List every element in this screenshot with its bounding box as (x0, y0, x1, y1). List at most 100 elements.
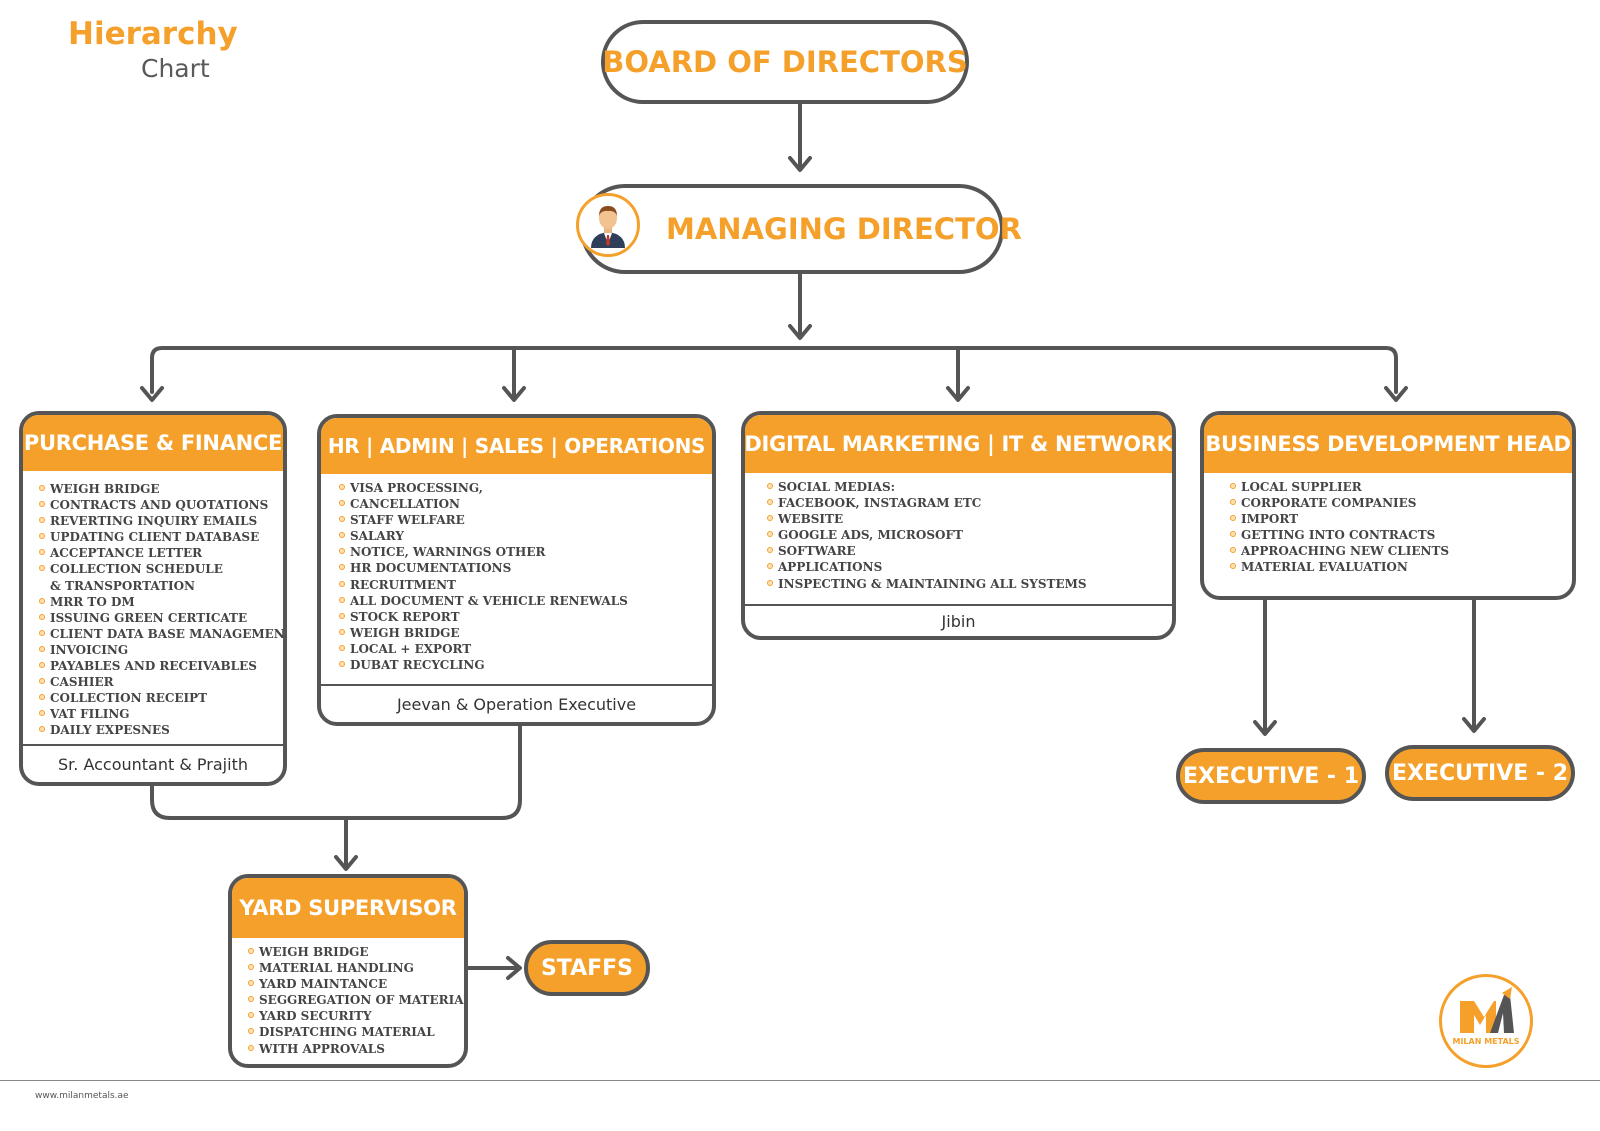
bullet-icon (1230, 563, 1236, 570)
chart-title: Hierarchy (68, 16, 238, 52)
bullet-icon (39, 501, 45, 508)
bullet-icon (1230, 547, 1236, 554)
list-item: MATERIAL EVALUATION (1230, 559, 1572, 575)
bullet-icon (248, 980, 254, 987)
list-item: SALARY (339, 528, 712, 544)
bullet-icon (339, 612, 345, 619)
yard-supervisor-box: YARD SUPERVISOR WEIGH BRIDGE MATERIAL HA… (228, 874, 468, 1068)
list-item: STOCK REPORT (339, 609, 712, 625)
bullet-icon (39, 678, 45, 685)
bullet-icon (767, 531, 773, 538)
bullet-icon (248, 948, 254, 954)
list-item: COLLECTION SCHEDULE (39, 561, 283, 577)
list-item: CASHIER (39, 674, 283, 690)
list-item: DUBAT RECYCLING (339, 657, 712, 673)
board-of-directors-label: BOARD OF DIRECTORS (602, 45, 968, 79)
bullet-icon (248, 996, 254, 1003)
list-item: YARD MAINTANCE (248, 976, 464, 992)
bullet-icon (339, 661, 345, 668)
digital-marketing-list: SOCIAL MEDIAS: FACEBOOK, INSTAGRAM ETC W… (745, 473, 1172, 592)
hr-admin-list: VISA PROCESSING, CANCELLATION STAFF WELF… (321, 474, 712, 673)
bullet-icon (248, 964, 254, 971)
digital-marketing-title: DIGITAL MARKETING | IT & NETWORK (745, 415, 1172, 473)
managing-director-node: MANAGING DIRECTOR (580, 184, 1022, 274)
arrowhead-yard (334, 855, 358, 871)
list-item: INSPECTING & MAINTAINING ALL SYSTEMS (767, 576, 1172, 592)
list-item: IMPORT (1230, 511, 1572, 527)
bullet-icon (339, 484, 345, 490)
bullet-icon (339, 516, 345, 523)
bullet-icon (339, 548, 345, 555)
person-icon (576, 193, 640, 257)
arrowhead-md (788, 156, 812, 172)
bullet-icon (767, 499, 773, 506)
arrowhead-staffs (506, 956, 522, 980)
bullet-icon (767, 515, 773, 522)
list-item: RECRUITMENT (339, 577, 712, 593)
list-item: LOCAL SUPPLIER (1230, 479, 1572, 495)
bullet-icon (339, 596, 345, 603)
list-item: APPROACHING NEW CLIENTS (1230, 543, 1572, 559)
list-item: VAT FILING (39, 706, 283, 722)
list-item: CANCELLATION (339, 496, 712, 512)
chart-subtitle: Chart (141, 54, 210, 83)
business-development-title: BUSINESS DEVELOPMENT HEAD (1204, 415, 1572, 473)
list-item: ACCEPTANCE LETTER (39, 545, 283, 561)
list-item: GETTING INTO CONTRACTS (1230, 527, 1572, 543)
bullet-icon (39, 710, 45, 717)
list-item: STAFF WELFARE (339, 512, 712, 528)
connector-to-yard (150, 721, 522, 820)
list-item: REVERTING INQUIRY EMAILS (39, 513, 283, 529)
board-of-directors-node: BOARD OF DIRECTORS (601, 20, 969, 104)
bullet-icon (39, 645, 45, 652)
list-item: WITH APPROVALS (248, 1041, 464, 1057)
bullet-icon (1230, 499, 1236, 506)
list-item: PAYABLES AND RECEIVABLES (39, 658, 283, 674)
list-item: INVOICING (39, 642, 283, 658)
bullet-icon (248, 1012, 254, 1019)
bullet-icon (767, 547, 773, 554)
list-item: APPLICATIONS (767, 559, 1172, 575)
bullet-icon (39, 565, 45, 572)
bullet-icon (39, 549, 45, 556)
bullet-icon (767, 563, 773, 570)
hr-admin-box: HR | ADMIN | SALES | OPERATIONS VISA PRO… (317, 414, 716, 726)
bullet-icon (339, 532, 345, 539)
list-item: WEBSITE (767, 511, 1172, 527)
list-item: SOCIAL MEDIAS: (767, 479, 1172, 495)
bullet-icon (1230, 483, 1236, 489)
business-development-list: LOCAL SUPPLIER CORPORATE COMPANIES IMPOR… (1204, 473, 1572, 576)
list-item: GOOGLE ADS, MICROSOFT (767, 527, 1172, 543)
list-item: DISPATCHING MATERIAL (248, 1024, 464, 1040)
list-item: HR DOCUMENTATIONS (339, 560, 712, 576)
list-item: MATERIAL HANDLING (248, 960, 464, 976)
list-item: UPDATING CLIENT DATABASE (39, 529, 283, 545)
purchase-finance-title: PURCHASE & FINANCE (23, 415, 283, 471)
list-item: MRR TO DM (39, 594, 283, 610)
staffs-label: STAFFS (540, 955, 634, 981)
footer-divider (0, 1080, 1600, 1081)
business-development-box: BUSINESS DEVELOPMENT HEAD LOCAL SUPPLIER… (1200, 411, 1576, 600)
bullet-icon (39, 597, 45, 604)
list-item: & TRANSPORTATION (50, 578, 195, 593)
purchase-finance-list: WEIGH BRIDGE CONTRACTS AND QUOTATIONS RE… (23, 471, 283, 739)
bullet-icon (339, 500, 345, 507)
list-item: COLLECTION RECEIPT (39, 690, 283, 706)
connector-department-bus (150, 346, 1398, 394)
list-item: SEGGREGATION OF MATERIALS (248, 992, 464, 1008)
bullet-icon (39, 629, 45, 636)
list-item: CONTRACTS AND QUOTATIONS (39, 497, 283, 513)
yard-supervisor-title: YARD SUPERVISOR (232, 878, 464, 938)
list-item: WEIGH BRIDGE (39, 481, 283, 497)
digital-marketing-staff: Jibin (745, 604, 1172, 636)
bullet-icon (767, 579, 773, 586)
arrowhead-hr (502, 386, 526, 402)
bullet-icon (39, 613, 45, 620)
arrowhead-digital (946, 386, 970, 402)
digital-marketing-box: DIGITAL MARKETING | IT & NETWORK SOCIAL … (741, 411, 1176, 640)
bullet-icon (39, 662, 45, 669)
list-item: WEIGH BRIDGE (339, 625, 712, 641)
list-item: ALL DOCUMENT & VEHICLE RENEWALS (339, 593, 712, 609)
bullet-icon (39, 726, 45, 733)
